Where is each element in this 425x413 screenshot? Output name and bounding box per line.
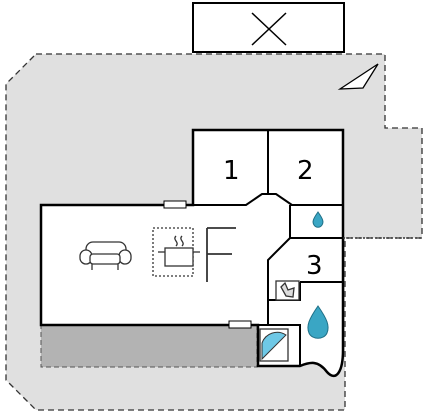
sofa-icon — [79, 241, 132, 270]
window-south — [228, 320, 252, 329]
compass-arrow-icon — [337, 63, 379, 90]
washbasin-icon — [275, 280, 300, 301]
room-label-1: 1 — [223, 156, 240, 186]
stove-pot-icon — [152, 227, 200, 277]
water-drop-icon-bath — [307, 305, 329, 339]
water-drop-icon — [312, 211, 324, 228]
interior-walls — [193, 130, 343, 366]
cross-icon — [251, 12, 287, 46]
room-label-2: 2 — [297, 156, 314, 186]
covered-area — [40, 324, 258, 368]
fireplace-icon — [206, 227, 236, 282]
room-label-3: 3 — [306, 251, 323, 281]
window-north — [163, 200, 187, 209]
shower-icon — [259, 328, 289, 362]
